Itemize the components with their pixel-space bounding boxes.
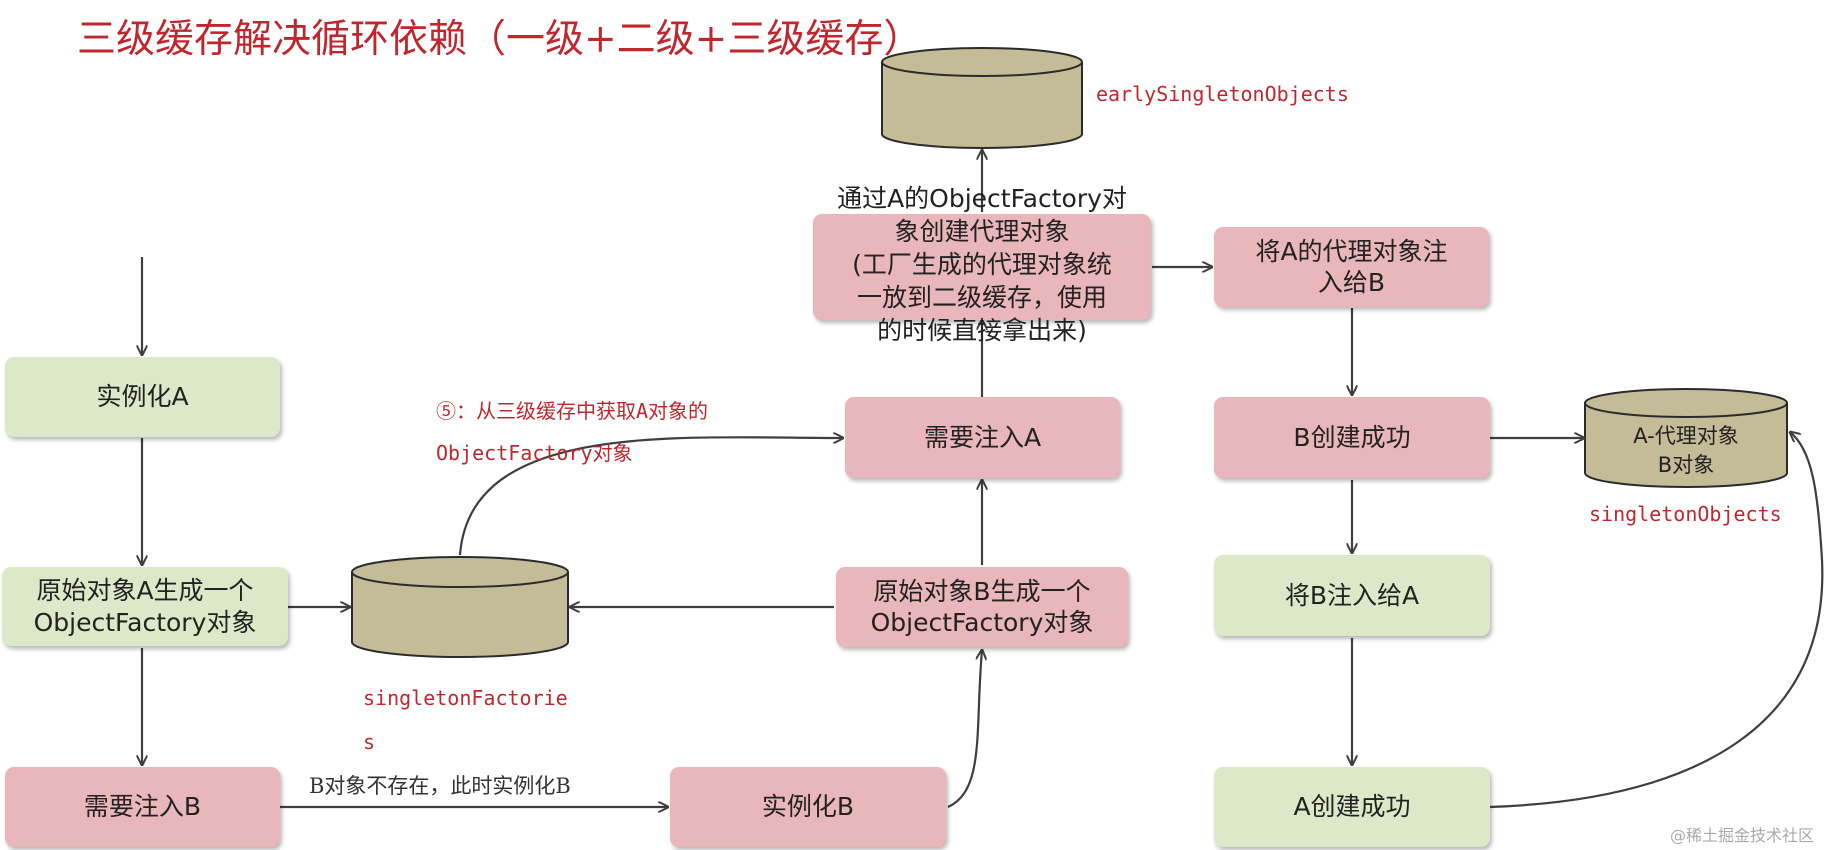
proxy-create-line2: 象创建代理对象 (894, 217, 1070, 246)
factory-b-line2: ObjectFactory对象 (870, 608, 1094, 637)
instantiate-a-box: 实例化A (5, 357, 280, 437)
inject-proxy-line2: 入给B (1317, 268, 1386, 297)
need-inject-a-label: 需要注入A (923, 422, 1042, 452)
proxy-create-box (813, 214, 1151, 320)
early-singleton-objects-label: earlySingletonObjects (1096, 82, 1349, 106)
inject-proxy-to-b-box: 将A的代理对象注 入给B (1214, 227, 1489, 307)
singleton-objects-label: singletonObjects (1589, 502, 1782, 526)
singleton-objects-content-line1: A-代理对象 (1633, 424, 1739, 448)
step5-line1: ⑤：从三级缓存中获取A对象的 (436, 399, 709, 423)
arrows (142, 150, 1824, 809)
factory-b-box: 原始对象B生成一个 ObjectFactory对象 (836, 567, 1128, 647)
b-created-box: B创建成功 (1214, 397, 1490, 478)
b-not-exist-annotation: B对象不存在，此时实例化B (309, 774, 571, 798)
instantiate-b-box: 实例化B (670, 767, 946, 847)
need-inject-b-label: 需要注入B (83, 792, 202, 822)
factory-b-line1: 原始对象B生成一个 (873, 576, 1091, 606)
factory-a-line2: ObjectFactory对象 (33, 607, 257, 637)
inject-b-to-a-label: 将B注入给A (1284, 580, 1420, 610)
arrow-instantiate-b-to-factory-b (947, 650, 982, 808)
proxy-create-line5: 的时候直接拿出来) (877, 316, 1087, 345)
singleton-factories-line1: singletonFactorie (363, 686, 568, 710)
step5-annotation: ⑤：从三级缓存中获取A对象的 ObjectFactory对象 (436, 390, 708, 474)
factory-a-box: 原始对象A生成一个 ObjectFactory对象 (2, 567, 288, 646)
proxy-create-line4: 一放到二级缓存，使用 (856, 283, 1107, 312)
factory-a-line1: 原始对象A生成一个 (36, 576, 254, 606)
proxy-create-text: 通过A的ObjectFactory对 象创建代理对象 (工厂生成的代理对象统 一… (813, 182, 1151, 347)
inject-b-to-a-box: 将B注入给A (1214, 555, 1490, 636)
early-singleton-objects-cylinder (881, 47, 1083, 149)
a-created-box: A创建成功 (1214, 767, 1490, 847)
need-inject-a-box: 需要注入A (845, 397, 1120, 478)
singleton-objects-content-line2: B对象 (1657, 453, 1715, 478)
watermark: @稀土掘金技术社区 (1670, 826, 1815, 845)
singleton-objects-cylinder (1584, 388, 1788, 488)
instantiate-a-label: 实例化A (96, 382, 189, 412)
singleton-factories-label: singletonFactorie s (363, 676, 568, 764)
a-created-label: A创建成功 (1293, 792, 1411, 822)
proxy-create-line3: (工厂生成的代理对象统 (852, 250, 1112, 279)
diagram-title: 三级缓存解决循环依赖（一级+二级+三级缓存） (77, 17, 923, 62)
instantiate-b-label: 实例化B (761, 792, 855, 822)
proxy-create-line1: 通过A的ObjectFactory对 (837, 184, 1127, 213)
need-inject-b-box: 需要注入B (5, 767, 280, 847)
b-created-label: B创建成功 (1293, 422, 1411, 452)
singleton-objects-content: A-代理对象 B对象 (1585, 422, 1787, 481)
singleton-factories-cylinder (351, 556, 569, 658)
arrow-singleton-factories-to-need-a (458, 437, 843, 556)
arrow-a-created-to-singleton-objects (1489, 432, 1824, 809)
singleton-factories-line2: s (363, 730, 376, 754)
inject-proxy-line1: 将A的代理对象注 (1255, 236, 1448, 266)
step5-line2: ObjectFactory对象 (436, 441, 633, 465)
